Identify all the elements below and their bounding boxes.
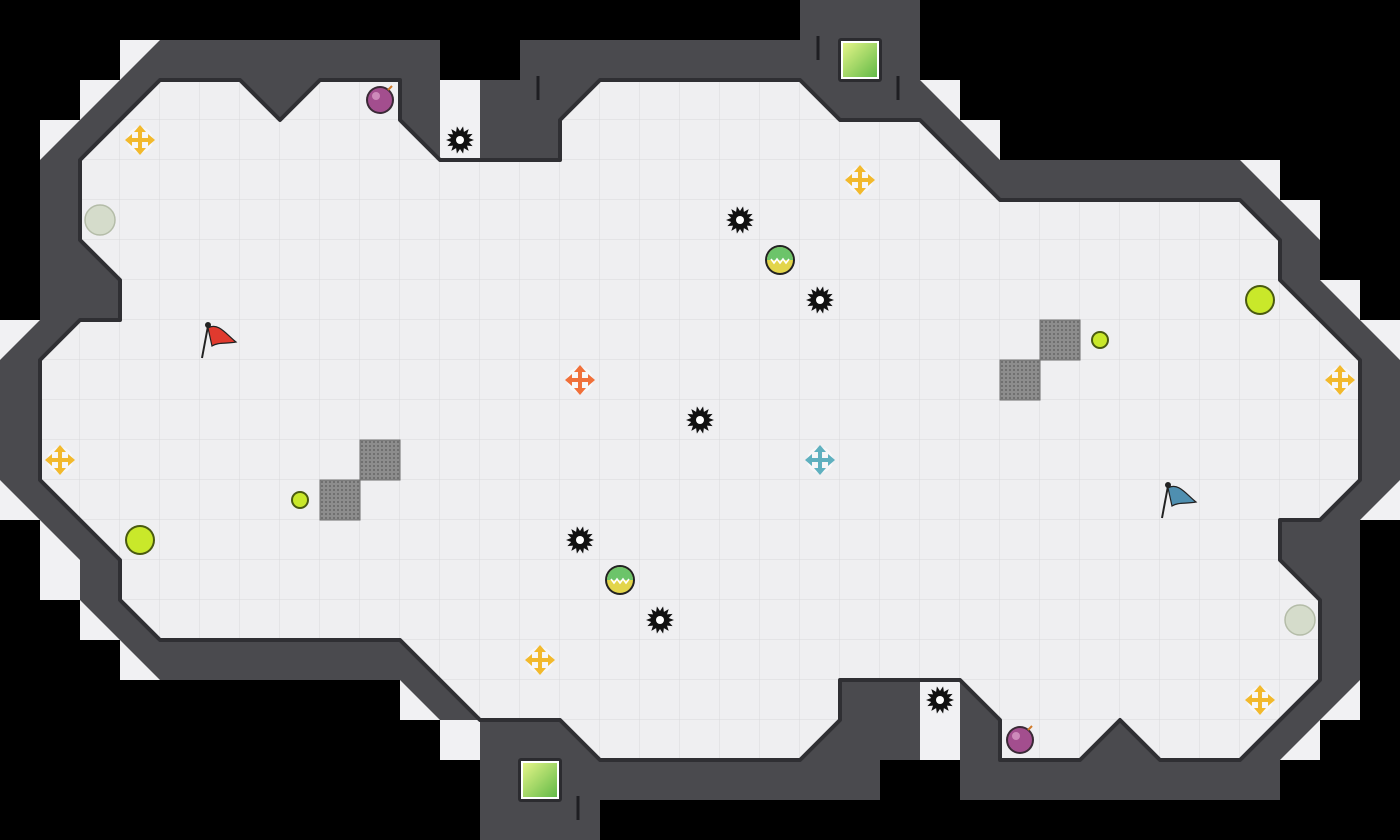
neutral-boost-icon [45,445,75,475]
inactive-marker-icon [84,204,116,236]
gate-tile-icon [1039,319,1081,361]
spike-icon [926,686,954,714]
neutral-boost-icon [125,125,155,155]
blue-flag-icon[interactable] [1161,482,1198,519]
red-boost-icon [565,365,595,395]
spike-icon [646,606,674,634]
spike-icon [726,206,754,234]
neutral-boost-icon [1245,685,1275,715]
neutral-boost-icon [525,645,555,675]
neutral-boost-icon [1325,365,1355,395]
spike-icon [686,406,714,434]
blue-boost-icon [805,445,835,475]
spike-icon [566,526,594,554]
portal-icon[interactable] [838,38,882,82]
bomb-icon [1006,725,1034,754]
gate-tile-icon [999,359,1041,401]
button-icon [1245,285,1275,315]
powerup-icon [765,245,795,275]
gate-tile-icon [359,439,401,481]
button-icon [125,525,155,555]
neutral-boost-icon [845,165,875,195]
bomb-icon [366,85,394,114]
powerup-icon [605,565,635,595]
portal-icon[interactable] [518,758,562,802]
button-icon [1091,331,1109,349]
spike-icon [446,126,474,154]
spike-icon [806,286,834,314]
gate-tile-icon [319,479,361,521]
inactive-marker-icon [1284,604,1316,636]
red-flag-icon[interactable] [201,322,238,359]
button-icon [291,491,309,509]
